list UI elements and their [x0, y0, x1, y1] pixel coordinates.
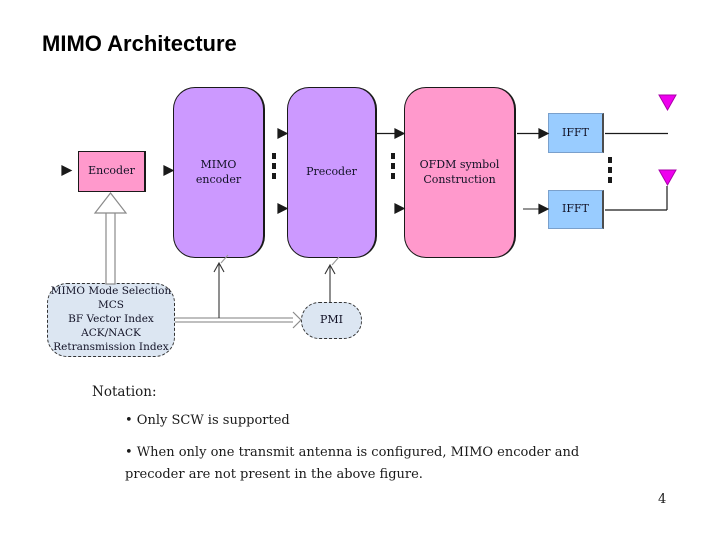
ellipsis-dots-precoder-ofdm	[391, 153, 395, 179]
ofdm-symbol-construction-block: OFDM symbol Construction	[404, 87, 516, 258]
mimo-mode-selection-label: MIMO Mode Selection MCS BF Vector Index …	[50, 285, 172, 353]
precoder-label: Precoder	[306, 165, 357, 179]
mimo-encoder-block: MIMO encoder	[173, 87, 265, 258]
notation-bullet-1: • Only SCW is supported	[125, 413, 290, 428]
arrowhead-into-ofdm-top	[394, 128, 406, 139]
control-arrow-pmi-to-precoder	[324, 256, 340, 302]
arrowhead-into-mimo-encoder	[163, 165, 175, 176]
ellipsis-dots-mimo-precoder	[272, 153, 276, 179]
ifft-bottom-label: IFFT	[562, 202, 589, 216]
control-arrow-mode-to-encoder	[93, 192, 128, 285]
pmi-block: PMI	[301, 302, 362, 339]
encoder-label: Encoder	[88, 164, 135, 178]
antenna-icon-bottom	[658, 169, 677, 187]
arrowhead-into-ifft-bottom	[538, 203, 550, 215]
page-number: 4	[658, 492, 667, 507]
mimo-mode-selection-block: MIMO Mode Selection MCS BF Vector Index …	[47, 283, 175, 357]
arrowhead-into-precoder-bottom	[277, 203, 289, 214]
ofdm-label: OFDM symbol Construction	[419, 157, 500, 186]
control-line-mode-to-pmi	[175, 311, 302, 329]
ifft-top-label: IFFT	[562, 125, 589, 139]
control-arrow-to-mimo-encoder	[213, 254, 229, 318]
arrowhead-into-ifft-top	[538, 128, 550, 139]
arrowhead-into-encoder	[61, 165, 73, 176]
notation-bullet-2: • When only one transmit antenna is conf…	[125, 445, 580, 483]
arrowhead-into-precoder-top	[277, 128, 289, 139]
ifft-bottom-block: IFFT	[548, 190, 604, 229]
antenna-icon-top	[658, 94, 677, 112]
page-title: MIMO Architecture	[42, 31, 237, 56]
arrowhead-into-ofdm-bottom	[394, 203, 406, 214]
mimo-encoder-label: MIMO encoder	[195, 157, 242, 186]
ifft-top-block: IFFT	[548, 113, 604, 153]
encoder-block: Encoder	[78, 151, 146, 192]
pmi-label: PMI	[319, 313, 343, 327]
notation-heading: Notation:	[92, 384, 157, 400]
precoder-block: Precoder	[287, 87, 377, 258]
